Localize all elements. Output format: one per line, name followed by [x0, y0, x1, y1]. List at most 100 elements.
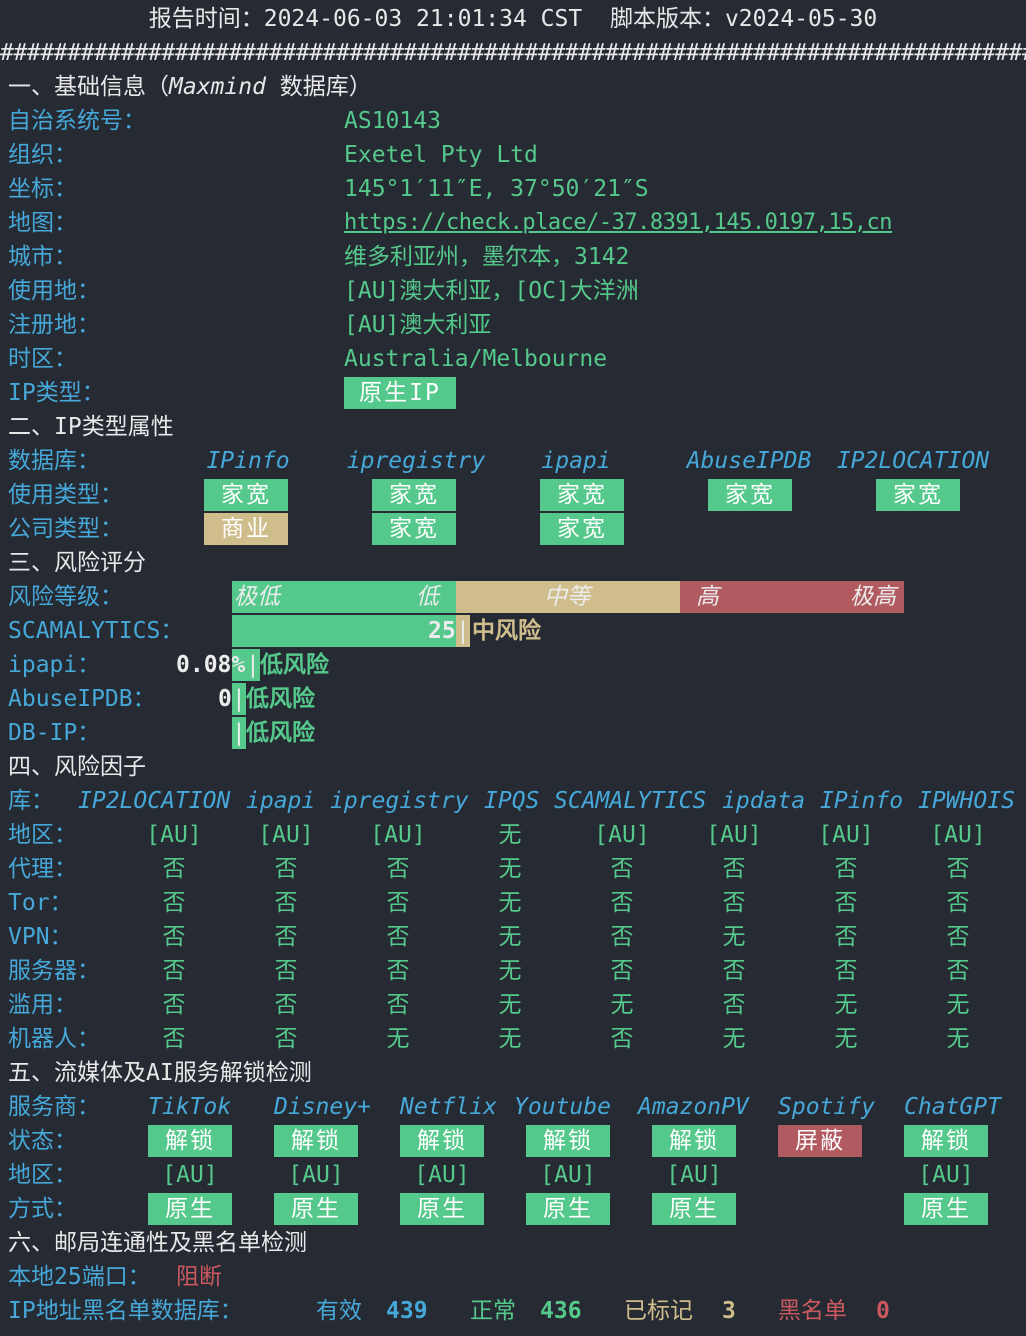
- coord-label: 坐标：: [8, 176, 77, 202]
- media-status-badge: 解锁: [148, 1125, 232, 1157]
- factor-db-4: SCAMALYTICS: [554, 788, 707, 814]
- db-abuseipdb: AbuseIPDB: [686, 448, 812, 474]
- risk-scale-high: [680, 581, 904, 613]
- factor-cell: 否: [386, 924, 410, 950]
- coord-value: 145°1′11″E, 37°50′21″S: [344, 176, 649, 202]
- scamalytics-marker: |: [456, 618, 470, 644]
- org-value: Exetel Pty Ltd: [344, 142, 538, 168]
- factor-cell: 否: [610, 856, 634, 882]
- factor-cell: 无: [498, 992, 522, 1018]
- scamalytics-verdict: 中风险: [472, 618, 541, 644]
- factor-cell: 无: [386, 1026, 410, 1052]
- factor-cell: 无: [610, 992, 634, 1018]
- factor-db-7: IPWHOIS: [918, 788, 1015, 814]
- dbip-risk-bar: [232, 717, 246, 749]
- media-method-badge: 原生: [526, 1193, 610, 1225]
- factor-cell: 否: [386, 856, 410, 882]
- section-title-mail: 六、邮局连通性及黑名单检测: [8, 1230, 307, 1256]
- dbip-risk-label: DB-IP：: [8, 720, 101, 746]
- blacklist-normal-count: 436: [540, 1298, 582, 1324]
- use-type-label: 使用类型：: [8, 482, 123, 508]
- factor-cell: 否: [274, 958, 298, 984]
- factor-cell: 无: [498, 856, 522, 882]
- factor-cell: 否: [946, 958, 970, 984]
- factor-cell: [AU]: [818, 822, 874, 848]
- factor-row-label: Tor：: [8, 890, 73, 916]
- risk-level-label: 风险等级：: [8, 584, 123, 610]
- media-status-badge: 解锁: [652, 1125, 736, 1157]
- factor-cell: 否: [386, 958, 410, 984]
- report-time-label: 报告时间：: [148, 6, 264, 32]
- usage-label: 使用地：: [8, 278, 100, 304]
- factor-row-label: 代理：: [8, 856, 77, 882]
- abuseipdb-risk-marker: |: [232, 686, 246, 712]
- factor-cell: 无: [834, 992, 858, 1018]
- factor-cell: 否: [274, 856, 298, 882]
- usage-value: [AU]澳大利亚，[OC]大洋洲: [344, 278, 639, 304]
- factor-cell: 否: [274, 890, 298, 916]
- map-link[interactable]: https://check.place/-37.8391,145.0197,15…: [344, 210, 893, 235]
- iptype-badge: 原生IP: [344, 377, 456, 409]
- factor-db-5: ipdata: [722, 788, 806, 814]
- factor-cell: 无: [946, 1026, 970, 1052]
- factor-db-6: IPinfo: [820, 788, 904, 814]
- company-type-ipapi: 家宽: [540, 513, 624, 545]
- media-region-label: 地区：: [8, 1162, 77, 1188]
- factor-cell: 否: [722, 992, 746, 1018]
- media-region: [AU]: [162, 1162, 218, 1188]
- provider-4: AmazonPV: [638, 1094, 749, 1120]
- abuseipdb-risk-bar: [232, 683, 246, 715]
- reg-label: 注册地：: [8, 312, 100, 338]
- asn-label: 自治系统号：: [8, 108, 146, 134]
- use-type-ipinfo: 家宽: [204, 479, 288, 511]
- provider-3: Youtube: [514, 1094, 611, 1120]
- report-header: 报告时间：2024-06-03 21:01:34 CST 脚本版本：v2024-…: [0, 4, 1026, 34]
- factor-db-2: ipregistry: [330, 788, 469, 814]
- factor-db-1: ipapi: [246, 788, 316, 814]
- db-label: 数据库：: [8, 448, 100, 474]
- city-value: 维多利亚州，墨尔本，3142: [344, 244, 630, 270]
- media-status-badge: 解锁: [274, 1125, 358, 1157]
- factor-cell: 否: [722, 890, 746, 916]
- separator-line: ########################################…: [0, 40, 1026, 66]
- use-type-ipregistry: 家宽: [372, 479, 456, 511]
- dbip-risk-verdict: 低风险: [246, 720, 315, 746]
- use-type-abuseipdb: 家宽: [708, 479, 792, 511]
- section-title-iptype: 二、IP类型属性: [8, 414, 174, 440]
- factor-cell: 无: [498, 890, 522, 916]
- provider-1: Disney+: [274, 1094, 371, 1120]
- map-label: 地图：: [8, 210, 77, 236]
- factor-cell: 否: [834, 924, 858, 950]
- ipapi-risk-score: 0.08%: [176, 652, 246, 678]
- version-label: 脚本版本：: [609, 6, 725, 32]
- use-type-ipapi: 家宽: [540, 479, 624, 511]
- media-region: [AU]: [666, 1162, 722, 1188]
- factor-cell: 否: [162, 1026, 186, 1052]
- ipapi-risk-label: ipapi：: [8, 652, 101, 678]
- risk-level-very-low: 极低: [234, 584, 280, 610]
- risk-level-very-high: 极高: [850, 584, 896, 610]
- blacklist-normal-label: 正常: [470, 1298, 516, 1324]
- db-ipregistry: ipregistry: [346, 448, 486, 474]
- blacklist-flagged-count: 3: [722, 1298, 736, 1324]
- factor-cell: 无: [498, 1026, 522, 1052]
- scamalytics-score: 25: [428, 618, 456, 644]
- city-label: 城市：: [8, 244, 77, 270]
- factor-cell: 否: [610, 1026, 634, 1052]
- factor-cell: [AU]: [594, 822, 650, 848]
- blacklist-valid-count: 439: [386, 1298, 428, 1324]
- provider-2: Netflix: [400, 1094, 497, 1120]
- tz-label: 时区：: [8, 346, 77, 372]
- factor-cell: 否: [274, 992, 298, 1018]
- scamalytics-bar-tan: [456, 615, 470, 647]
- smtp-port-status: 阻断: [176, 1264, 222, 1290]
- media-method-badge: 原生: [400, 1193, 484, 1225]
- lib-label: 库：: [8, 788, 54, 814]
- dbip-risk-marker: |: [232, 720, 246, 746]
- factor-cell: 无: [498, 924, 522, 950]
- factor-row-label: 地区：: [8, 822, 77, 848]
- company-type-label: 公司类型：: [8, 516, 123, 542]
- media-method-label: 方式：: [8, 1196, 77, 1222]
- provider-6: ChatGPT: [904, 1094, 1001, 1120]
- factor-cell: 否: [722, 958, 746, 984]
